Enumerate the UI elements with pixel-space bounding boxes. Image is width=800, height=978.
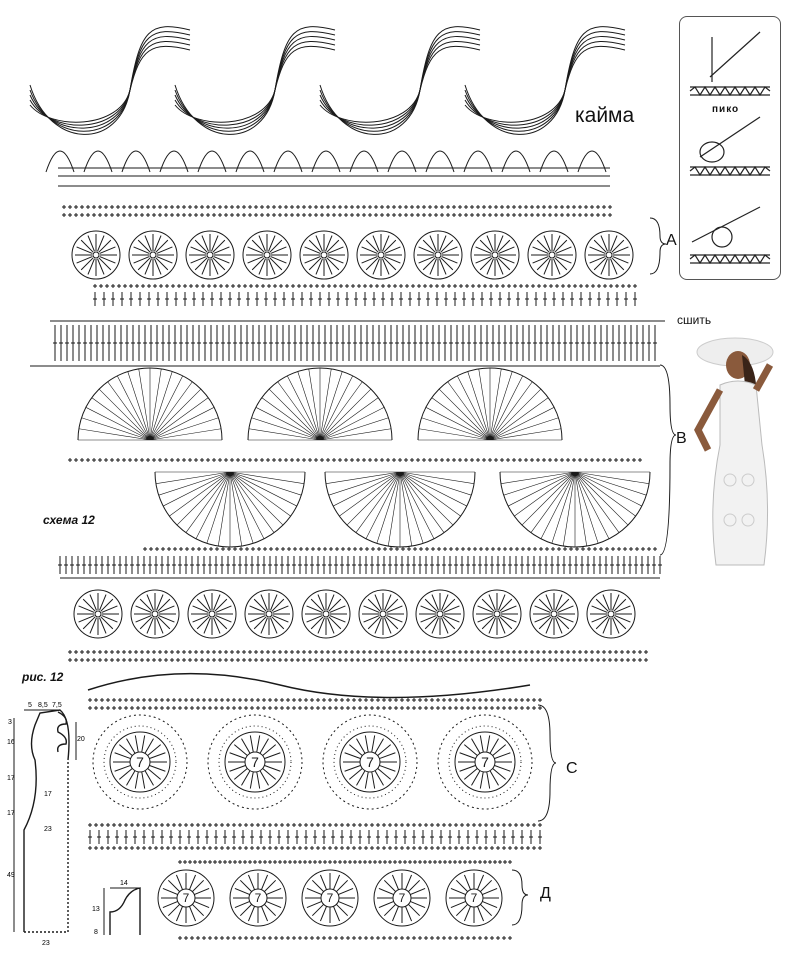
- fan-row-upper: [77, 367, 563, 441]
- dim-vertical-5: 49: [7, 872, 15, 879]
- section-brackets: [511, 217, 677, 926]
- dim-vertical-3: 17: [7, 775, 15, 782]
- stitch-row: [143, 547, 657, 551]
- dim-sleeve-height: 20: [77, 736, 85, 743]
- scheme-label: схема 12: [43, 513, 95, 527]
- dim-hip-width: 23: [44, 826, 52, 833]
- sleeve-pattern-outline: [109, 887, 141, 935]
- border-label: кайма: [575, 104, 635, 127]
- stitch-row: [88, 823, 542, 827]
- stitch-row: [62, 213, 612, 217]
- section-c-label: С: [566, 760, 578, 777]
- stitch-row: [62, 205, 612, 209]
- stitch-row: [178, 860, 512, 864]
- dim-sleeve-base: 8: [94, 929, 98, 936]
- fan-row-lower: [154, 471, 651, 548]
- motif-number: 7: [136, 754, 144, 770]
- motif-number: 7: [251, 754, 259, 770]
- border-scallops: [45, 150, 607, 173]
- stem-row: [88, 830, 542, 844]
- section-d-label: Д: [540, 885, 551, 902]
- dim-shoulder-2: 8,5: [38, 702, 48, 709]
- stitch-row: [93, 284, 637, 288]
- stem-row: [58, 556, 662, 574]
- stem-row: [53, 325, 657, 361]
- dim-sleeve-cap: 13: [92, 906, 100, 913]
- motif-row-c: 7 7 7 7: [92, 714, 533, 810]
- dim-vertical-4: 17: [7, 810, 15, 817]
- stem-row: [93, 292, 637, 306]
- border-wave: [29, 26, 626, 135]
- stitch-row: [68, 458, 642, 462]
- crochet-hook-illustrations: [689, 31, 771, 265]
- section-b-label: В: [676, 430, 687, 447]
- motif-number: 7: [366, 754, 374, 770]
- dim-vertical-2: 16: [7, 739, 15, 746]
- section-a-label: А: [666, 232, 677, 249]
- motif-number: 7: [399, 891, 406, 905]
- motif-number: 7: [471, 891, 478, 905]
- motif-number: 7: [327, 891, 334, 905]
- motif-row-a: [71, 230, 634, 280]
- motif-number: 7: [183, 891, 190, 905]
- dim-hem-width: 23: [42, 940, 50, 947]
- dim-waist-width: 17: [44, 791, 52, 798]
- wave-line: [87, 672, 531, 699]
- sew-label: сшить: [677, 313, 712, 327]
- stitch-row: [68, 658, 648, 662]
- dress-pattern-outline: [23, 709, 70, 933]
- dim-vertical-1: 3: [8, 719, 12, 726]
- motif-number: 7: [481, 754, 489, 770]
- dim-shoulder-3: 7,5: [52, 702, 62, 709]
- motif-row-a-lower: [73, 589, 636, 639]
- dim-sleeve-width: 14: [120, 880, 128, 887]
- dimension-lines: [13, 709, 77, 932]
- stitch-row: [178, 936, 512, 940]
- picot-label: пико: [712, 104, 740, 115]
- stitch-illustration-panel: [679, 16, 781, 280]
- stitch-row: [88, 706, 542, 710]
- stitch-row: [88, 846, 542, 850]
- stitch-row: [88, 698, 542, 702]
- dim-shoulder-1: 5: [28, 702, 32, 709]
- figure-label: рис. 12: [22, 670, 64, 684]
- dimension-lines: [103, 887, 140, 935]
- motif-row-d: 7 7 7 7 7: [157, 869, 503, 927]
- stitch-row: [68, 650, 648, 654]
- motif-number: 7: [255, 891, 262, 905]
- model-photo: [694, 337, 774, 566]
